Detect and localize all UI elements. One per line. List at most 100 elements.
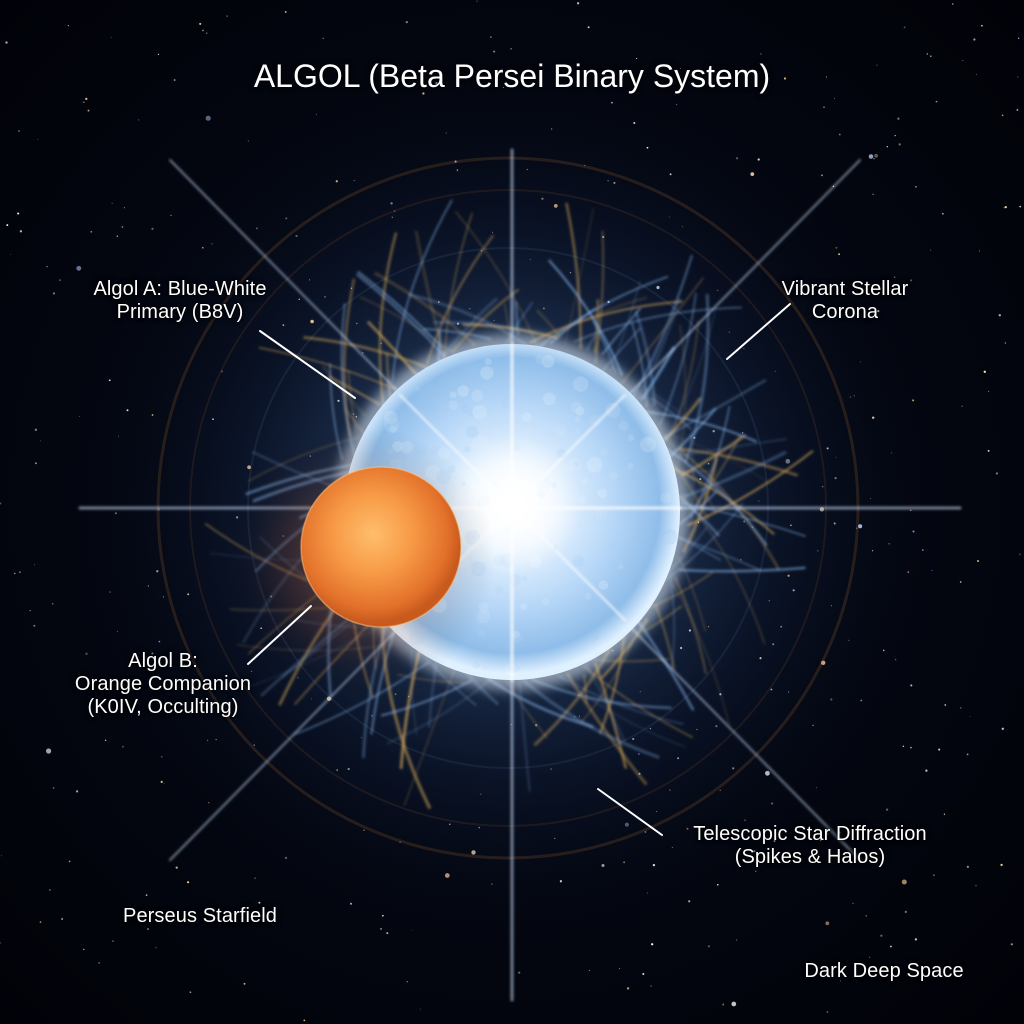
background-star (1001, 727, 1004, 730)
corona-wisp (619, 277, 704, 387)
background-star (35, 462, 37, 465)
background-star (18, 130, 20, 132)
corona-wisp (601, 308, 641, 356)
background-star (933, 874, 935, 876)
background-star (962, 59, 964, 62)
corona-wisp (637, 383, 689, 420)
background-star (626, 987, 630, 990)
background-star (901, 879, 907, 885)
label-starfield: Perseus Starfield (123, 905, 277, 927)
background-star (731, 1001, 737, 1007)
background-star (76, 265, 82, 271)
label-algol-a-line-1: Algol A: Blue-White (93, 278, 267, 300)
surface-granule (608, 471, 618, 481)
surface-granule (599, 447, 609, 457)
background-star (5, 41, 8, 44)
background-star (650, 985, 652, 987)
surface-granule (464, 361, 481, 377)
background-star (476, 0, 478, 2)
background-star (170, 214, 172, 216)
surface-granule (457, 385, 470, 397)
background-star (202, 29, 204, 32)
background-star (1004, 342, 1007, 344)
surface-granule (519, 627, 528, 635)
background-star (406, 981, 408, 983)
surface-granule (660, 492, 672, 504)
surface-granule (488, 643, 497, 651)
background-star (17, 212, 20, 215)
background-star (716, 883, 719, 886)
background-star (773, 840, 776, 842)
background-star (838, 133, 841, 136)
corona-wisp (669, 320, 700, 437)
background-star (147, 928, 149, 930)
background-star (942, 212, 944, 215)
background-star (39, 921, 42, 923)
surface-granule (584, 594, 596, 606)
surface-granule (541, 355, 555, 368)
background-star (783, 77, 787, 80)
label-diffraction: Telescopic Star Diffraction (Spikes & Ha… (670, 823, 950, 869)
background-star (1019, 553, 1021, 556)
corona-wisp (454, 211, 538, 347)
surface-granule (480, 366, 494, 380)
background-star (755, 870, 757, 872)
background-star (642, 972, 645, 976)
surface-granule (508, 661, 520, 673)
background-star (880, 934, 883, 937)
background-star (19, 571, 21, 573)
surface-granule (425, 402, 438, 414)
background-star (175, 866, 178, 869)
background-star (1010, 943, 1013, 946)
surface-granule (615, 597, 625, 607)
corona-wisp (380, 679, 473, 717)
background-star (419, 1008, 421, 1010)
background-star (930, 249, 932, 251)
background-star (588, 970, 590, 971)
background-star (46, 265, 48, 268)
surface-granule (553, 424, 567, 437)
corona-wisp (676, 324, 687, 469)
background-star (422, 92, 425, 95)
background-star (19, 230, 23, 233)
background-star (145, 894, 148, 896)
background-star (85, 652, 88, 655)
corona-wisp (535, 309, 562, 338)
background-star (297, 80, 299, 83)
corona-wisp (609, 280, 641, 372)
background-star (160, 755, 163, 758)
surface-granule (574, 461, 580, 467)
background-star (736, 939, 738, 941)
surface-granule (522, 412, 532, 422)
surface-granule (415, 386, 421, 392)
surface-granule (501, 395, 516, 410)
corona-wisp (359, 296, 452, 353)
background-star (0, 942, 1, 944)
background-star (914, 938, 918, 941)
background-star (380, 927, 382, 930)
background-star (1018, 37, 1020, 39)
surface-granule (471, 389, 484, 402)
corona-wisp (675, 438, 788, 458)
surface-granule (504, 644, 512, 652)
surface-granule (543, 392, 556, 406)
background-star (825, 76, 828, 78)
surface-granule (643, 509, 656, 522)
background-star (0, 502, 2, 505)
background-star (636, 57, 638, 59)
surface-granule (383, 410, 398, 425)
background-star (303, 1019, 306, 1022)
background-star (52, 292, 55, 295)
background-star (123, 207, 125, 209)
background-star (902, 745, 905, 747)
background-star (98, 962, 100, 964)
surface-granule (511, 632, 523, 643)
background-star (122, 745, 124, 748)
surface-granule (565, 614, 571, 620)
background-star (490, 36, 492, 38)
surface-granule (588, 633, 598, 643)
background-star (157, 53, 160, 56)
background-star (382, 914, 384, 917)
corona-wisp (357, 270, 443, 349)
background-star (1016, 108, 1019, 111)
